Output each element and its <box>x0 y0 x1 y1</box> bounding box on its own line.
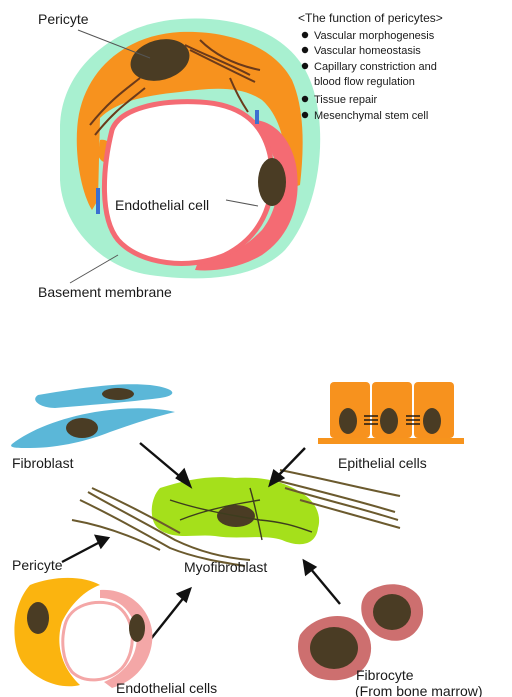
label-pericyte-top: Pericyte <box>38 11 89 27</box>
bullet-4 <box>302 96 308 102</box>
function-item-5: Mesenchymal stem cell <box>314 110 428 122</box>
arrow-pericyte-to-myo <box>62 542 100 562</box>
function-item-2: Vascular homeostasis <box>314 45 421 57</box>
epithelial-cells <box>318 382 464 444</box>
function-item-4: Tissue repair <box>314 94 378 106</box>
junction-accent-right <box>255 110 259 124</box>
label-pericyte-bottom: Pericyte <box>12 557 63 573</box>
label-endothelial-cell: Endothelial cell <box>115 197 209 213</box>
fibrocyte-nucleus-1 <box>373 594 411 630</box>
label-fibrocyte: Fibrocyte <box>356 667 414 683</box>
endothelial-nucleus <box>258 158 286 206</box>
epithelial-nucleus-1 <box>339 408 357 434</box>
label-endothelial-cells: Endothelial cells <box>116 680 217 696</box>
arrow-endothelial-to-myo <box>150 596 185 640</box>
epithelial-nucleus-2 <box>380 408 398 434</box>
label-basement-membrane: Basement membrane <box>38 284 172 300</box>
small-vessel-lumen <box>63 602 132 680</box>
arrowhead-pericyte <box>96 536 108 547</box>
capillary-cross-section <box>60 18 320 278</box>
epithelial-basal-layer <box>318 438 464 444</box>
epithelial-nucleus-3 <box>423 408 441 434</box>
junction-accent-left <box>96 188 100 214</box>
myofibroblast-cell <box>152 477 319 544</box>
label-fibroblast: Fibroblast <box>12 455 74 471</box>
label-myofibroblast: Myofibroblast <box>184 559 267 575</box>
lumen-wall <box>104 102 272 264</box>
function-item-3: Capillary constriction and <box>314 61 437 73</box>
fibroblast-cells <box>11 384 175 448</box>
pointer-basement-membrane <box>70 255 118 283</box>
fibrocyte-nucleus-2 <box>310 627 358 669</box>
small-vessel <box>14 578 152 688</box>
bullet-1 <box>302 32 308 38</box>
function-item-3b: blood flow regulation <box>314 76 415 88</box>
bullet-3 <box>302 63 308 69</box>
fibroblast-nucleus-2 <box>66 418 98 438</box>
arrowhead-endothelial <box>178 589 190 601</box>
label-epithelial-cells: Epithelial cells <box>338 455 427 471</box>
fibrocytes <box>298 584 423 680</box>
arrow-fibrocyte-to-myo <box>310 568 340 604</box>
bullet-5 <box>302 112 308 118</box>
functions-title: <The function of pericytes> <box>298 11 443 25</box>
bullet-2 <box>302 47 308 53</box>
fibroblast-nucleus-1 <box>102 388 134 400</box>
label-fibrocyte-origin: (From bone marrow) <box>355 683 483 697</box>
pericyte-functions-list: <The function of pericytes> Vascular mor… <box>298 11 443 122</box>
function-item-1: Vascular morphogenesis <box>314 30 435 42</box>
arrow-fibroblast-to-myo <box>140 443 184 480</box>
small-vessel-pericyte-nucleus <box>27 602 49 634</box>
small-vessel-endothelial-nucleus <box>129 614 145 642</box>
